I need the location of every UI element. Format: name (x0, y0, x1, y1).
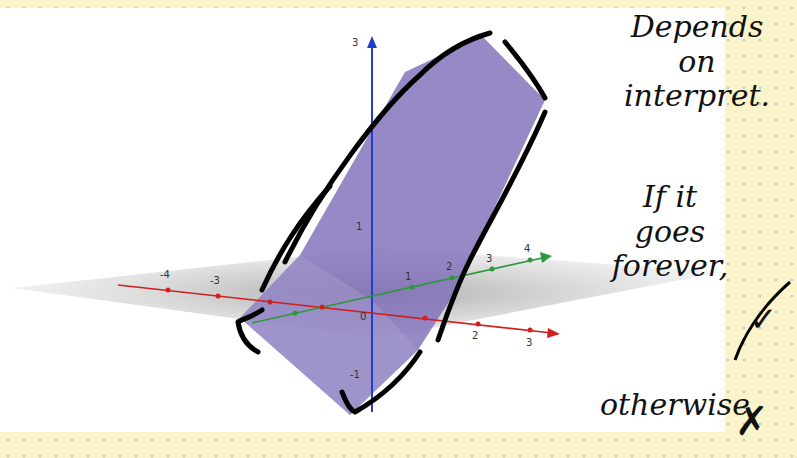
handwritten-note: otherwise, (600, 388, 730, 423)
tick-dots (293, 258, 533, 316)
axis-tick-label: 3 (352, 38, 358, 48)
axis-tick-label: 2 (472, 331, 478, 341)
tick-dots (166, 288, 533, 333)
axis-arrow (540, 252, 552, 263)
x-axis (118, 285, 552, 333)
handwritten-note: Depends on interpret. (612, 10, 782, 114)
axis-tick-label: 2 (446, 262, 452, 272)
axis-tick-label: -3 (210, 276, 220, 286)
screenshot-ground (0, 8, 725, 432)
handwritten-note: If it goes forever, (610, 180, 730, 284)
handwritten-note: ✓ (749, 300, 793, 339)
slanted-plane (240, 36, 545, 415)
axis-tick-label: 1 (405, 272, 411, 282)
axis-tick-label: 3 (526, 338, 532, 348)
axis-tick-label: 0 (360, 312, 366, 322)
y-axis (252, 258, 542, 323)
z-axis (371, 44, 373, 412)
axis-arrow (367, 36, 377, 48)
hand-outline (238, 33, 545, 412)
handwritten-note: ✗ (735, 398, 779, 444)
axis-tick-label: 4 (524, 244, 530, 254)
axis-arrow (547, 328, 560, 338)
axis-tick-label: 3 (486, 254, 492, 264)
axis-tick-label: -1 (350, 370, 360, 380)
axis-tick-label: -4 (160, 270, 170, 280)
axis-tick-label: 1 (356, 222, 362, 232)
